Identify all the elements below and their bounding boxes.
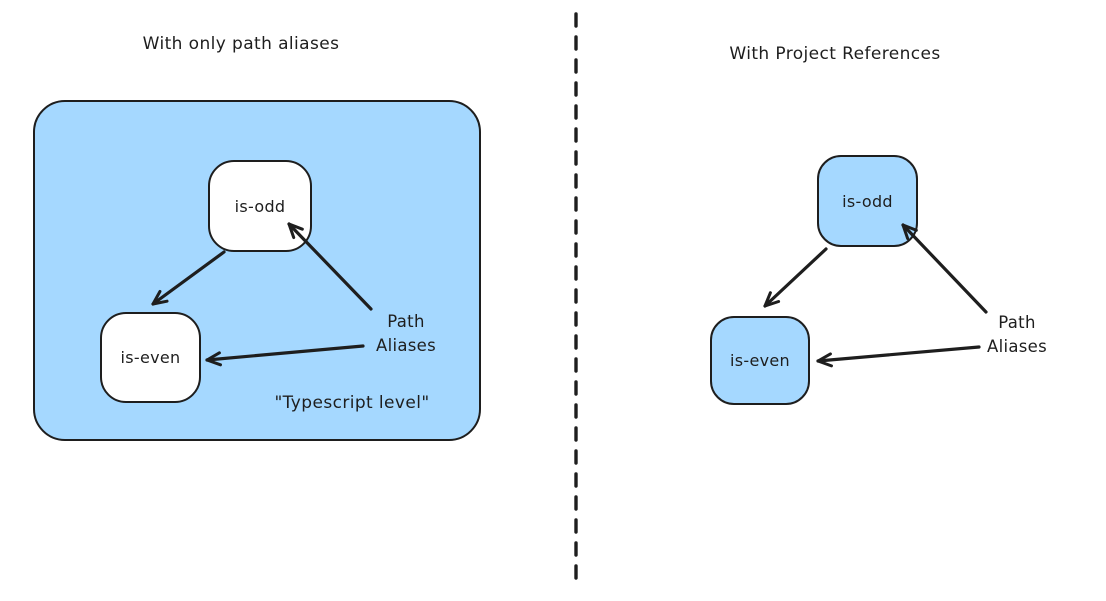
typescript-level-label: "Typescript level" [274, 393, 430, 413]
left-panel-title: With only path aliases [142, 34, 340, 54]
node-is-even-right: is-even [710, 316, 810, 405]
path-aliases-annotation-right: Path Aliases [986, 313, 1047, 356]
node-is-even-left: is-even [100, 312, 201, 403]
node-label: is-even [730, 351, 790, 370]
right-panel-title: With Project References [729, 44, 941, 64]
arrow-path-aliases-to-is-odd-right [901, 223, 988, 314]
node-is-odd-left: is-odd [208, 160, 312, 252]
arrow-path-aliases-to-is-even-right [816, 345, 981, 368]
node-label: is-odd [842, 191, 893, 211]
node-label: is-odd [234, 196, 286, 216]
arrow-is-odd-to-is-even-right [763, 247, 828, 308]
node-is-odd-right: is-odd [817, 155, 918, 247]
typescript-level-container [33, 100, 481, 441]
node-label: is-even [120, 348, 181, 367]
path-aliases-annotation-left: Path Aliases [375, 312, 436, 355]
